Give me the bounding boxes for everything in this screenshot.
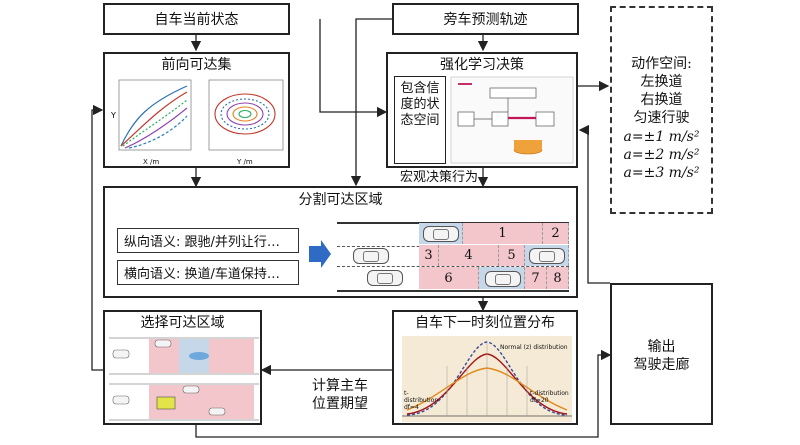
action-space-box: 动作空间: 左换道 右换道 匀速行驶 a=±1 m/s² a=±2 m/s² a… <box>610 6 713 214</box>
longitudinal-semantic: 纵向语义: 跟驰/并列让行… <box>117 228 299 253</box>
region-8: 8 <box>547 267 569 289</box>
action-item-3: 匀速行驶 <box>633 110 690 126</box>
action-space-title: 动作空间: <box>631 56 692 72</box>
action-item-1: 左换道 <box>640 74 683 90</box>
t20-dist-label: t-distribution df=20 <box>530 390 569 404</box>
distribution-plot <box>402 336 572 422</box>
t4-dist-label: t-distribution df=4 <box>404 390 439 411</box>
segment-region-label: 分割可达区域 <box>298 192 383 208</box>
region-1: 1 <box>463 223 543 244</box>
forward-reach-label: 前向可达集 <box>161 57 232 73</box>
lane-middle <box>337 244 569 267</box>
action-item-2: 右换道 <box>640 92 683 108</box>
region-4: 4 <box>439 245 499 266</box>
region-2: 2 <box>543 223 569 244</box>
region-7: 7 <box>525 267 547 289</box>
ego-state-box: 自车当前状态 <box>103 3 290 35</box>
compute-label-line1: 计算主车 <box>312 378 368 394</box>
rl-architecture-diagram <box>450 76 574 164</box>
next-position-box: 自车下一时刻位置分布 Normal (z) distribution t-dis… <box>392 310 578 425</box>
reach-right-xlabel: Y /m <box>237 158 253 166</box>
output-box: 输出 驾驶走廊 <box>610 283 713 425</box>
select-region-box: 选择可达区域 <box>103 310 262 425</box>
output-label-line2: 驾驶走廊 <box>633 357 690 373</box>
neighbor-trajectory-label: 旁车预测轨迹 <box>443 12 528 28</box>
region-3: 3 <box>419 245 439 266</box>
output-label-line1: 输出 <box>647 339 676 355</box>
select-region-label: 选择可达区域 <box>140 315 225 331</box>
action-item-5: a=±2 m/s² <box>623 147 700 163</box>
neighbor-trajectory-box: 旁车预测轨迹 <box>392 3 579 35</box>
ego-state-label: 自车当前状态 <box>154 12 239 28</box>
rl-decision-label: 强化学习决策 <box>440 57 524 73</box>
segment-region-box: 分割可达区域 纵向语义: 跟驰/并列让行… 横向语义: 换道/车道保持… 1 2… <box>103 186 578 298</box>
action-item-4: a=±1 m/s² <box>623 129 700 145</box>
neighbor-car-2 <box>529 248 565 264</box>
state-space-label: 包含信度的状态空间 <box>400 81 440 128</box>
normal-dist-label: Normal (z) distribution <box>500 344 568 351</box>
lane-bottom <box>337 266 569 292</box>
reach-plot-left: Y <box>110 79 192 151</box>
lateral-semantic: 横向语义: 换道/车道保持… <box>117 260 299 285</box>
next-position-label: 自车下一时刻位置分布 <box>415 315 555 331</box>
state-space-box: 包含信度的状态空间 <box>394 76 446 164</box>
ego-car <box>353 248 389 264</box>
forward-reach-box: 前向可达集 Y X /m Y /m <box>103 52 290 168</box>
reach-plot-right <box>208 79 284 151</box>
reach-left-xlabel: X /m <box>143 158 160 166</box>
arrow-right-icon <box>309 240 331 268</box>
neighbor-car-1 <box>423 226 459 242</box>
compute-label-line2: 位置期望 <box>312 396 368 412</box>
left-ylabel: Y <box>110 111 116 120</box>
region-6: 6 <box>419 267 479 289</box>
neighbor-car-3 <box>367 270 403 286</box>
action-item-6: a=±3 m/s² <box>623 165 700 181</box>
macro-action-label: 宏观决策行为 <box>400 170 479 185</box>
region-5: 5 <box>499 245 525 266</box>
select-region-diagram <box>109 337 259 421</box>
rl-decision-box: 强化学习决策 包含信度的状态空间 <box>386 52 578 168</box>
neighbor-car-4 <box>485 271 521 287</box>
